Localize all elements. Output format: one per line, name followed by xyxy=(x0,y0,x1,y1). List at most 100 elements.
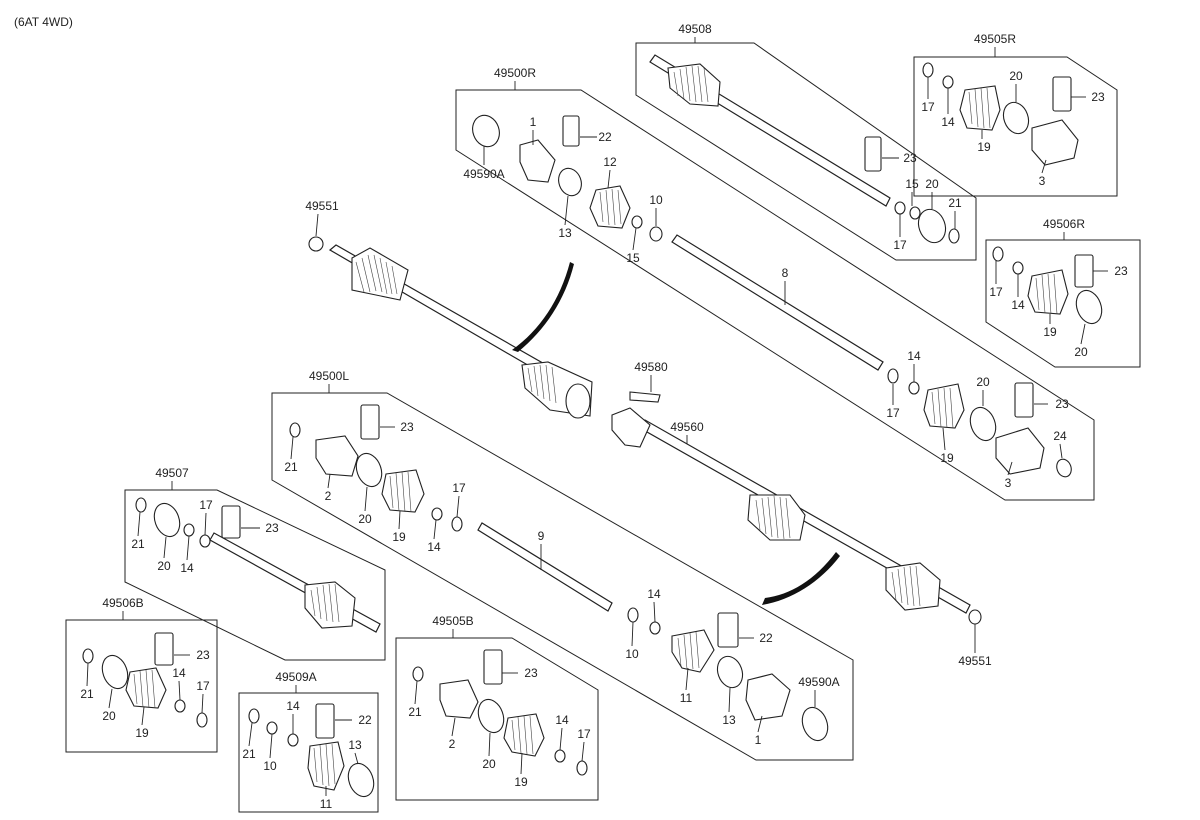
group-label-49551-bottom: 49551 xyxy=(958,654,992,668)
panel-49505R xyxy=(913,56,1118,197)
callout-label: 13 xyxy=(558,226,572,240)
leader xyxy=(315,213,319,237)
callout-label: 14 xyxy=(941,115,955,129)
callout-label: 20 xyxy=(358,512,372,526)
callout-label: 14 xyxy=(555,713,569,727)
callout-label: 14 xyxy=(907,349,921,363)
callout-label: 1 xyxy=(530,115,537,129)
callout-label: 23 xyxy=(524,666,538,680)
callout-label: 11 xyxy=(680,691,693,705)
callout-label: 21 xyxy=(284,460,298,474)
part-shapes xyxy=(82,62,1103,798)
panel-49506B xyxy=(65,619,218,753)
callout-label: 14 xyxy=(180,561,194,575)
callout-label: 20 xyxy=(482,757,496,771)
panel-49508 xyxy=(635,42,977,261)
callout-label: 23 xyxy=(1114,264,1128,278)
callout-label: 21 xyxy=(131,537,145,551)
callout-label: 23 xyxy=(196,648,210,662)
callout-label: 9 xyxy=(538,529,545,543)
group-label-49506B: 49506B xyxy=(102,596,143,610)
shaft-49508 xyxy=(649,54,891,207)
panel-49507 xyxy=(124,489,386,661)
callout-label: 17 xyxy=(893,238,907,252)
part-bolt-49580 xyxy=(629,391,661,403)
panel-49500R xyxy=(455,89,1095,501)
callout-label: 2 xyxy=(449,737,456,751)
shaft-8 xyxy=(671,234,884,371)
callout-label: 22 xyxy=(358,713,372,727)
callout-label: 20 xyxy=(976,375,990,389)
panel-49506R xyxy=(985,239,1141,368)
callout-label: 10 xyxy=(649,193,663,207)
callout-label: 20 xyxy=(925,177,939,191)
callout-label: 13 xyxy=(348,738,362,752)
group-label-49507: 49507 xyxy=(155,466,189,480)
callout-label: 19 xyxy=(977,140,991,154)
callout-label: 23 xyxy=(903,151,917,165)
panel-49500L xyxy=(271,392,854,761)
group-label-49590A-bottom: 49590A xyxy=(798,675,839,689)
callout-label: 20 xyxy=(157,559,171,573)
callout-label: 20 xyxy=(1074,345,1088,359)
group-label-49505B: 49505B xyxy=(432,614,473,628)
group-label-49508: 49508 xyxy=(678,22,712,36)
front-drive-shaft-assembly xyxy=(308,236,593,419)
callout-label: 17 xyxy=(921,100,935,114)
rear-drive-shaft-assembly xyxy=(611,407,982,625)
callout-label: 10 xyxy=(625,647,639,661)
panel-49505B xyxy=(395,637,599,801)
panel-49509A xyxy=(238,692,379,813)
callout-label: 12 xyxy=(603,155,617,169)
callout-label: 21 xyxy=(408,705,422,719)
callout-label: 23 xyxy=(265,521,279,535)
callout-label: 14 xyxy=(172,666,186,680)
callout-label: 19 xyxy=(392,530,406,544)
callout-label: 17 xyxy=(452,481,466,495)
callout-label: 20 xyxy=(102,709,116,723)
callout-label: 17 xyxy=(886,406,900,420)
group-label-49500L: 49500L xyxy=(309,369,349,383)
callout-arrow-top xyxy=(512,262,574,352)
leader-lines xyxy=(86,77,1108,796)
callout-label: 23 xyxy=(1091,90,1105,104)
group-label-49500R: 49500R xyxy=(494,66,536,80)
callout-label: 10 xyxy=(263,759,277,773)
callout-label: 19 xyxy=(940,451,954,465)
callout-label: 14 xyxy=(1011,298,1025,312)
callout-label: 3 xyxy=(1039,174,1046,188)
group-label-49509A: 49509A xyxy=(275,670,316,684)
callout-label: 13 xyxy=(722,713,736,727)
shaft-9 xyxy=(477,522,613,612)
group-label-49580: 49580 xyxy=(634,360,668,374)
callout-label: 17 xyxy=(577,727,591,741)
callout-label: 24 xyxy=(1053,429,1067,443)
callout-label: 15 xyxy=(905,177,919,191)
callout-label: 19 xyxy=(135,726,149,740)
callout-label: 19 xyxy=(1043,325,1057,339)
callout-label: 23 xyxy=(400,420,414,434)
callout-label: 17 xyxy=(989,285,1003,299)
callout-label: 14 xyxy=(647,587,661,601)
callout-label: 21 xyxy=(242,747,256,761)
callout-arrow-bottom xyxy=(762,552,840,605)
shaft-49507 xyxy=(209,532,381,633)
callout-label: 14 xyxy=(286,699,300,713)
callout-label: 3 xyxy=(1005,476,1012,490)
diagram-header: (6AT 4WD) xyxy=(14,15,73,29)
group-label-49560: 49560 xyxy=(670,420,704,434)
callout-label: 22 xyxy=(759,631,773,645)
callout-label: 19 xyxy=(514,775,528,789)
callout-label: 14 xyxy=(427,540,441,554)
callouts: 1 22 12 13 10 15 8 14 17 19 20 23 24 3 2… xyxy=(80,69,1128,811)
callout-label: 8 xyxy=(782,266,789,280)
callout-label: 17 xyxy=(199,498,213,512)
callout-label: 21 xyxy=(80,687,94,701)
callout-label: 11 xyxy=(320,797,333,811)
group-label-49551-top: 49551 xyxy=(305,199,339,213)
callout-label: 22 xyxy=(598,130,612,144)
group-label-49505R: 49505R xyxy=(974,32,1016,46)
callout-label: 23 xyxy=(1055,397,1069,411)
